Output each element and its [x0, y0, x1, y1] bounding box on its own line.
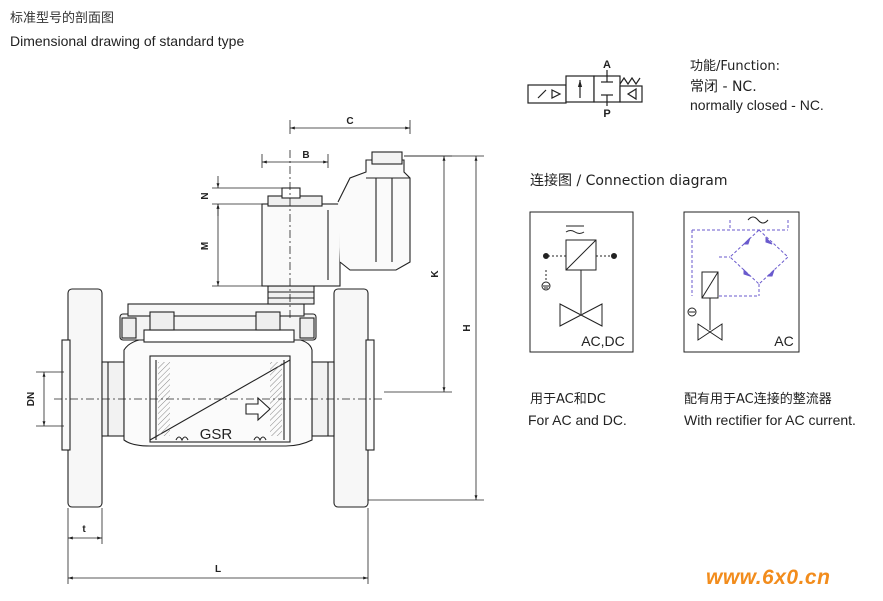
- dim-b-label: B: [302, 150, 309, 161]
- dim-h-label: H: [462, 324, 473, 331]
- port-a-label: A: [603, 59, 611, 71]
- dimension-lines: [36, 120, 484, 584]
- dim-k-label: K: [430, 270, 441, 278]
- title-english: Dimensional drawing of standard type: [10, 33, 245, 49]
- dim-l-label: L: [215, 564, 221, 575]
- function-nc-english: normally closed - NC.: [690, 97, 824, 113]
- valve-symbol: [527, 70, 643, 106]
- acdc-caption-chinese: 用于AC和DC: [530, 392, 606, 407]
- port-p-label: P: [603, 108, 610, 120]
- ac-caption-chinese: 配有用于AC连接的整流器: [684, 392, 832, 407]
- function-nc-chinese: 常闭 - NC.: [690, 79, 757, 95]
- solenoid-coil: [261, 203, 341, 287]
- dim-n-label: N: [200, 192, 211, 199]
- ac-box-label: AC: [774, 333, 793, 349]
- acdc-caption-english: For AC and DC.: [528, 412, 627, 428]
- watermark: www.6x0.cn: [706, 566, 831, 589]
- acdc-box-label: AC,DC: [581, 333, 625, 349]
- left-flange: [67, 288, 103, 508]
- dim-t-label: t: [82, 524, 86, 535]
- dim-c-label: C: [346, 116, 353, 127]
- dim-m-label: M: [200, 242, 211, 250]
- dim-dn-label: DN: [26, 392, 37, 406]
- connector-plug: [337, 159, 411, 271]
- ac-caption-english: With rectifier for AC current.: [684, 412, 856, 428]
- valve-drawing: [54, 150, 411, 508]
- connection-box-acdc: [529, 211, 634, 353]
- connection-diagram-title: 连接图 / Connection diagram: [530, 173, 728, 189]
- title-chinese: 标准型号的剖面图: [10, 11, 115, 26]
- brand-label: GSR: [200, 426, 233, 443]
- connection-box-ac: [683, 211, 800, 353]
- right-flange: [333, 288, 369, 508]
- function-heading: 功能/Function:: [690, 59, 781, 74]
